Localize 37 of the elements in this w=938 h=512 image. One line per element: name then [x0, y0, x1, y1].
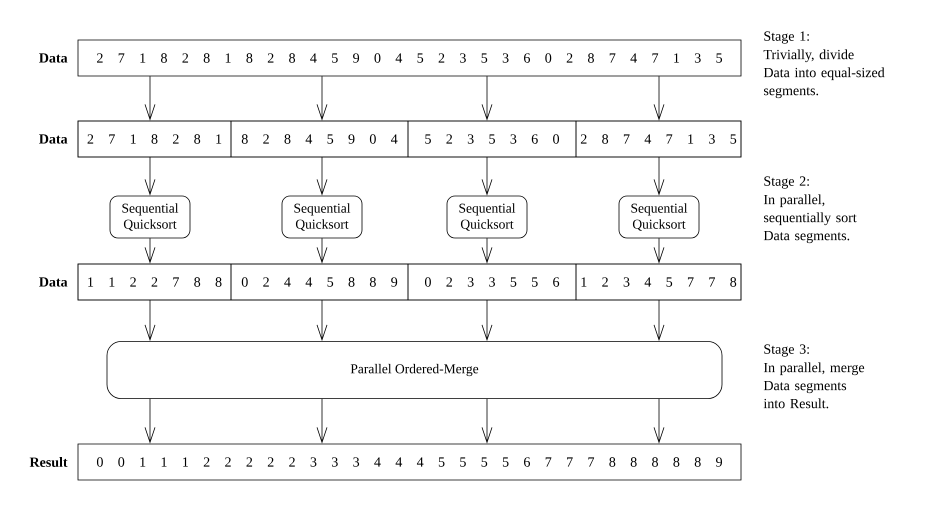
stage-description: Trivially, divide Data into equal-sized segments. [764, 49, 885, 98]
stage-heading: Stage 3: [764, 344, 809, 357]
arrow [482, 76, 492, 121]
row-label: Data [39, 53, 68, 63]
stage-heading: Stage 1: [764, 31, 809, 44]
arrow [144, 76, 156, 121]
arrow [482, 300, 492, 342]
arrow [654, 398, 664, 444]
arrow [482, 398, 492, 444]
process-box: Sequential Quicksort [282, 196, 362, 238]
process-box: Parallel Ordered-Merge [106, 341, 722, 399]
data-array: 0 0 1 1 1 2 2 2 2 2 3 3 3 4 4 4 5 5 5 5 6 7 7 7 8 8 8 8 8 9 [78, 444, 742, 480]
stage-description: In parallel, merge Data segments into Result. [764, 362, 864, 408]
arrow [144, 300, 156, 342]
arrow [482, 157, 492, 196]
arrow [654, 300, 664, 342]
arrow [654, 238, 664, 264]
arrow [144, 398, 156, 444]
arrow [316, 238, 328, 264]
row-label: Data [39, 277, 68, 287]
arrow [316, 76, 328, 121]
process-box: Sequential Quicksort [110, 196, 190, 238]
stage-description: In parallel, sequentially sort Data segments. [764, 194, 857, 244]
arrow [316, 157, 328, 196]
data-array: 2 7 1 8 2 8 1 8 2 8 4 5 9 0 4 5 2 3 5 3 6 0 2 8 7 4 7 1 3 5 [78, 40, 742, 76]
arrow [144, 238, 156, 264]
row-label: Data [39, 134, 68, 144]
process-box: Sequential Quicksort [446, 196, 528, 238]
arrow [144, 157, 156, 196]
arrow [654, 76, 664, 121]
stage-heading: Stage 2: [764, 176, 809, 189]
arrow [316, 300, 328, 342]
process-box: Sequential Quicksort [618, 196, 700, 238]
row-label: Result [30, 457, 68, 467]
arrow [654, 157, 664, 196]
arrow [482, 238, 492, 264]
arrow [316, 398, 328, 444]
